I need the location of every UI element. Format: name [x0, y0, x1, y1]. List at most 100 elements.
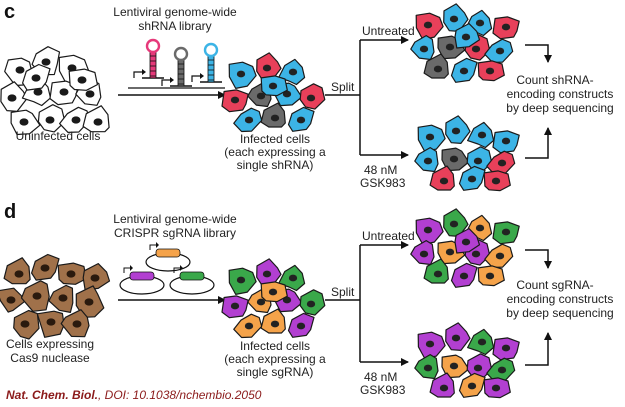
cell [492, 130, 520, 154]
cell [260, 102, 286, 128]
cell [492, 221, 520, 245]
cell [221, 295, 249, 319]
cas9-cell [0, 287, 25, 313]
panel-c-letter: c [4, 1, 15, 23]
cell [233, 313, 263, 339]
citation-journal: Nat. Chem. Biol. [6, 388, 98, 402]
sgrna-library-title-line2: CRISPR sgRNA library [114, 226, 236, 240]
cell [467, 121, 495, 149]
cell [486, 150, 516, 176]
cas9-cell [20, 280, 50, 312]
uninfected-cell [59, 106, 91, 133]
count-d-line3: by deep sequencing [506, 306, 613, 320]
cell [233, 107, 263, 133]
cas9-cell [31, 253, 60, 281]
cell [299, 83, 326, 110]
cell [467, 328, 495, 356]
uninfected-cell [82, 105, 110, 133]
converge-arrow-top-c [525, 44, 552, 63]
cell [445, 322, 471, 351]
cell [287, 312, 315, 338]
converge-arrow-bottom-d [525, 332, 552, 366]
cas9-cell [13, 309, 40, 340]
shrna-library-title-line1: Lentiviral genome-wide [113, 5, 237, 19]
shrna-hairpin-constructs [128, 38, 225, 89]
sgrna-library-title-line1: Lentiviral genome-wide [113, 212, 237, 226]
citation: Nat. Chem. Biol., DOI: 10.1038/nchembio.… [6, 388, 262, 402]
untreated-label-d: Untreated [362, 229, 415, 243]
treated-drug-c: GSK983 [360, 176, 406, 190]
converge-arrow-bottom-c [525, 127, 552, 159]
cell [450, 57, 478, 83]
plasmid-icon [119, 265, 165, 295]
infected-cell-cluster-shrna [221, 52, 326, 133]
cell [441, 354, 470, 379]
uninfected-cell [68, 68, 98, 91]
uninfected-cell [22, 63, 51, 91]
cas9-cells-line1: Cells expressing [6, 337, 94, 351]
cas9-cells-line2: Cas9 nuclease [10, 351, 90, 365]
cas9-cell [82, 263, 111, 291]
cell [458, 165, 486, 191]
treated-dose-d: 48 nM [364, 370, 397, 384]
cell [423, 53, 449, 79]
cell [484, 38, 514, 64]
cas9-cell [3, 257, 31, 285]
shrna-library-title-line2: shRNA library [138, 19, 211, 33]
cell [228, 61, 257, 89]
cell [441, 147, 470, 172]
cas9-cell [36, 310, 65, 338]
uninfected-cell [10, 109, 41, 136]
untreated-label-c: Untreated [362, 24, 415, 38]
untreated-cell-cluster-shrna [410, 3, 520, 83]
cell [221, 89, 249, 113]
treated-dose-c: 48 nM [364, 163, 397, 177]
cell [260, 308, 286, 334]
cas9-cell [75, 285, 105, 318]
infected-cells-c-line3: single shRNA) [237, 158, 314, 172]
infected-cell-cluster-sgrna [221, 258, 326, 339]
split-label-d: Split [331, 285, 355, 299]
cell [458, 372, 486, 398]
cell [483, 377, 511, 399]
hairpin-icon [161, 46, 192, 87]
treated-cell-cluster-shrna [414, 115, 520, 192]
cell [410, 35, 435, 61]
cell [410, 240, 435, 266]
count-d-line2: encoding constructs [507, 292, 614, 306]
infected-cells-c-line1: Infected cells [240, 132, 310, 146]
sgrna-plasmid-constructs [119, 242, 215, 295]
cas9-cell-cluster [0, 253, 111, 340]
cell [287, 106, 315, 132]
untreated-cell-cluster-sgrna [410, 208, 520, 288]
infected-cells-d-line1: Infected cells [240, 339, 310, 353]
uninfected-cell [37, 104, 66, 133]
split-label-c: Split [331, 80, 355, 94]
cas9-cell [57, 262, 87, 285]
treated-drug-d: GSK983 [360, 383, 406, 397]
uninfected-cells-label: Uninfected cells [16, 129, 101, 143]
cell [417, 124, 446, 152]
infected-cells-c-line2: (each expressing a [224, 145, 326, 159]
cell [486, 357, 516, 383]
cell [278, 264, 306, 292]
cell [450, 262, 478, 288]
cas9-cell [48, 284, 74, 313]
cell [423, 258, 449, 284]
count-c-line3: by deep sequencing [506, 101, 613, 115]
cell [414, 354, 439, 380]
cell [260, 75, 288, 97]
count-d-line1: Count sgRNA- [516, 278, 593, 292]
cell [484, 243, 514, 269]
cell [483, 170, 511, 192]
cell [477, 60, 505, 82]
treated-cell-cluster-sgrna [414, 322, 520, 399]
cell [415, 217, 444, 245]
cell [429, 372, 455, 398]
infected-cells-d-line3: single sgRNA) [237, 365, 314, 379]
cell [278, 58, 306, 86]
cell [492, 337, 520, 361]
count-c-line2: encoding constructs [507, 87, 614, 101]
uninfected-cell-cluster [0, 46, 110, 136]
cell [414, 147, 439, 173]
